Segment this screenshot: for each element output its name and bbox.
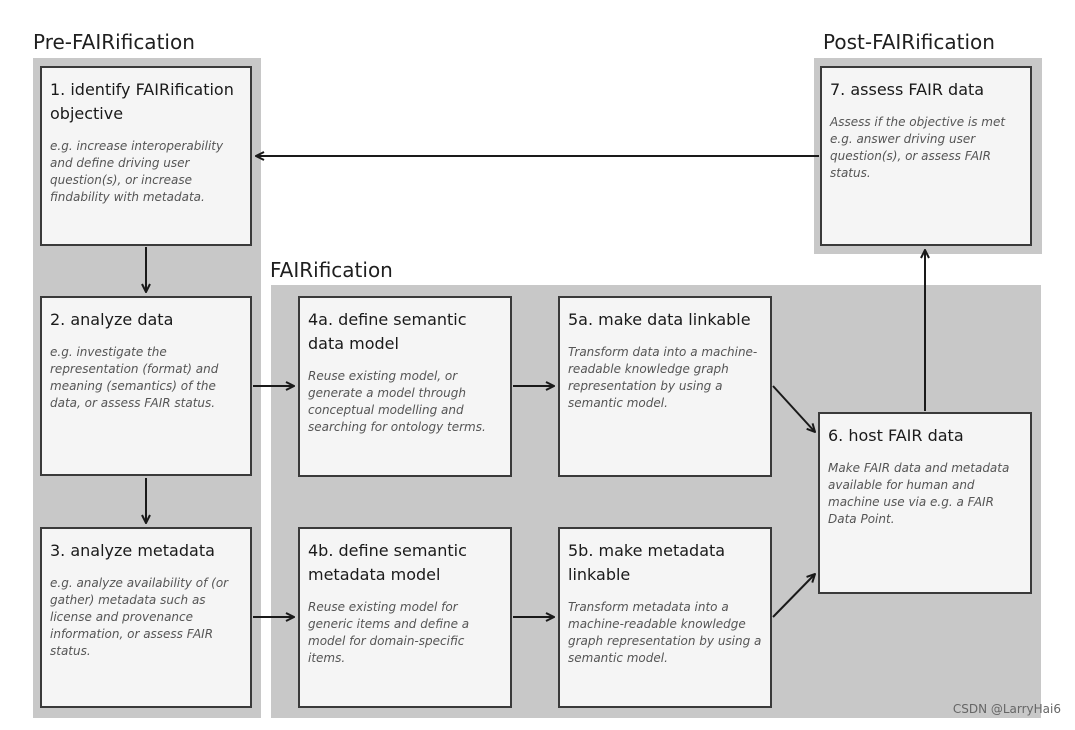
step-2-description: e.g. investigate the representation (for…	[50, 345, 219, 410]
step-6-title: 6. host FAIR data	[828, 426, 964, 445]
step-5b-title: 5b. make metadata linkable	[568, 541, 726, 584]
step-1-title: 1. identify FAIRification objective	[50, 80, 234, 123]
step-1-description: e.g. increase interoperability and defin…	[50, 139, 224, 204]
step-5b-description: Transform metadata into a machine-readab…	[568, 600, 762, 665]
post-fairification-title: Post-FAIRification	[823, 30, 995, 54]
step-2-box: 2. analyze data e.g. investigate the rep…	[40, 296, 252, 476]
step-4a-title: 4a. define semantic data model	[308, 310, 467, 353]
step-3-description: e.g. analyze availability of (or gather)…	[50, 576, 229, 658]
step-7-description: Assess if the objective is met e.g. answ…	[830, 115, 1006, 180]
watermark: CSDN @LarryHai6	[952, 702, 1061, 716]
step-6-box: 6. host FAIR data Make FAIR data and met…	[818, 412, 1032, 594]
fairification-title: FAIRification	[270, 258, 393, 282]
step-4a-box: 4a. define semantic data model Reuse exi…	[298, 296, 512, 477]
step-6-description: Make FAIR data and metadata available fo…	[828, 461, 1010, 526]
step-2-title: 2. analyze data	[50, 310, 174, 329]
step-5a-description: Transform data into a machine-readable k…	[568, 345, 758, 410]
step-4b-box: 4b. define semantic metadata model Reuse…	[298, 527, 512, 708]
step-1-box: 1. identify FAIRification objective e.g.…	[40, 66, 252, 246]
step-4b-title: 4b. define semantic metadata model	[308, 541, 467, 584]
step-3-title: 3. analyze metadata	[50, 541, 215, 560]
pre-fairification-title: Pre-FAIRification	[33, 30, 195, 54]
step-5a-box: 5a. make data linkable Transform data in…	[558, 296, 772, 477]
step-5b-box: 5b. make metadata linkable Transform met…	[558, 527, 772, 708]
step-7-box: 7. assess FAIR data Assess if the object…	[820, 66, 1032, 246]
arrow-5b-to-6	[772, 574, 815, 618]
arrow-5a-to-6	[772, 385, 815, 432]
step-4b-description: Reuse existing model for generic items a…	[308, 600, 470, 665]
step-4a-description: Reuse existing model, or generate a mode…	[308, 369, 486, 434]
step-5a-title: 5a. make data linkable	[568, 310, 751, 329]
step-3-box: 3. analyze metadata e.g. analyze availab…	[40, 527, 252, 708]
step-7-title: 7. assess FAIR data	[830, 80, 985, 99]
